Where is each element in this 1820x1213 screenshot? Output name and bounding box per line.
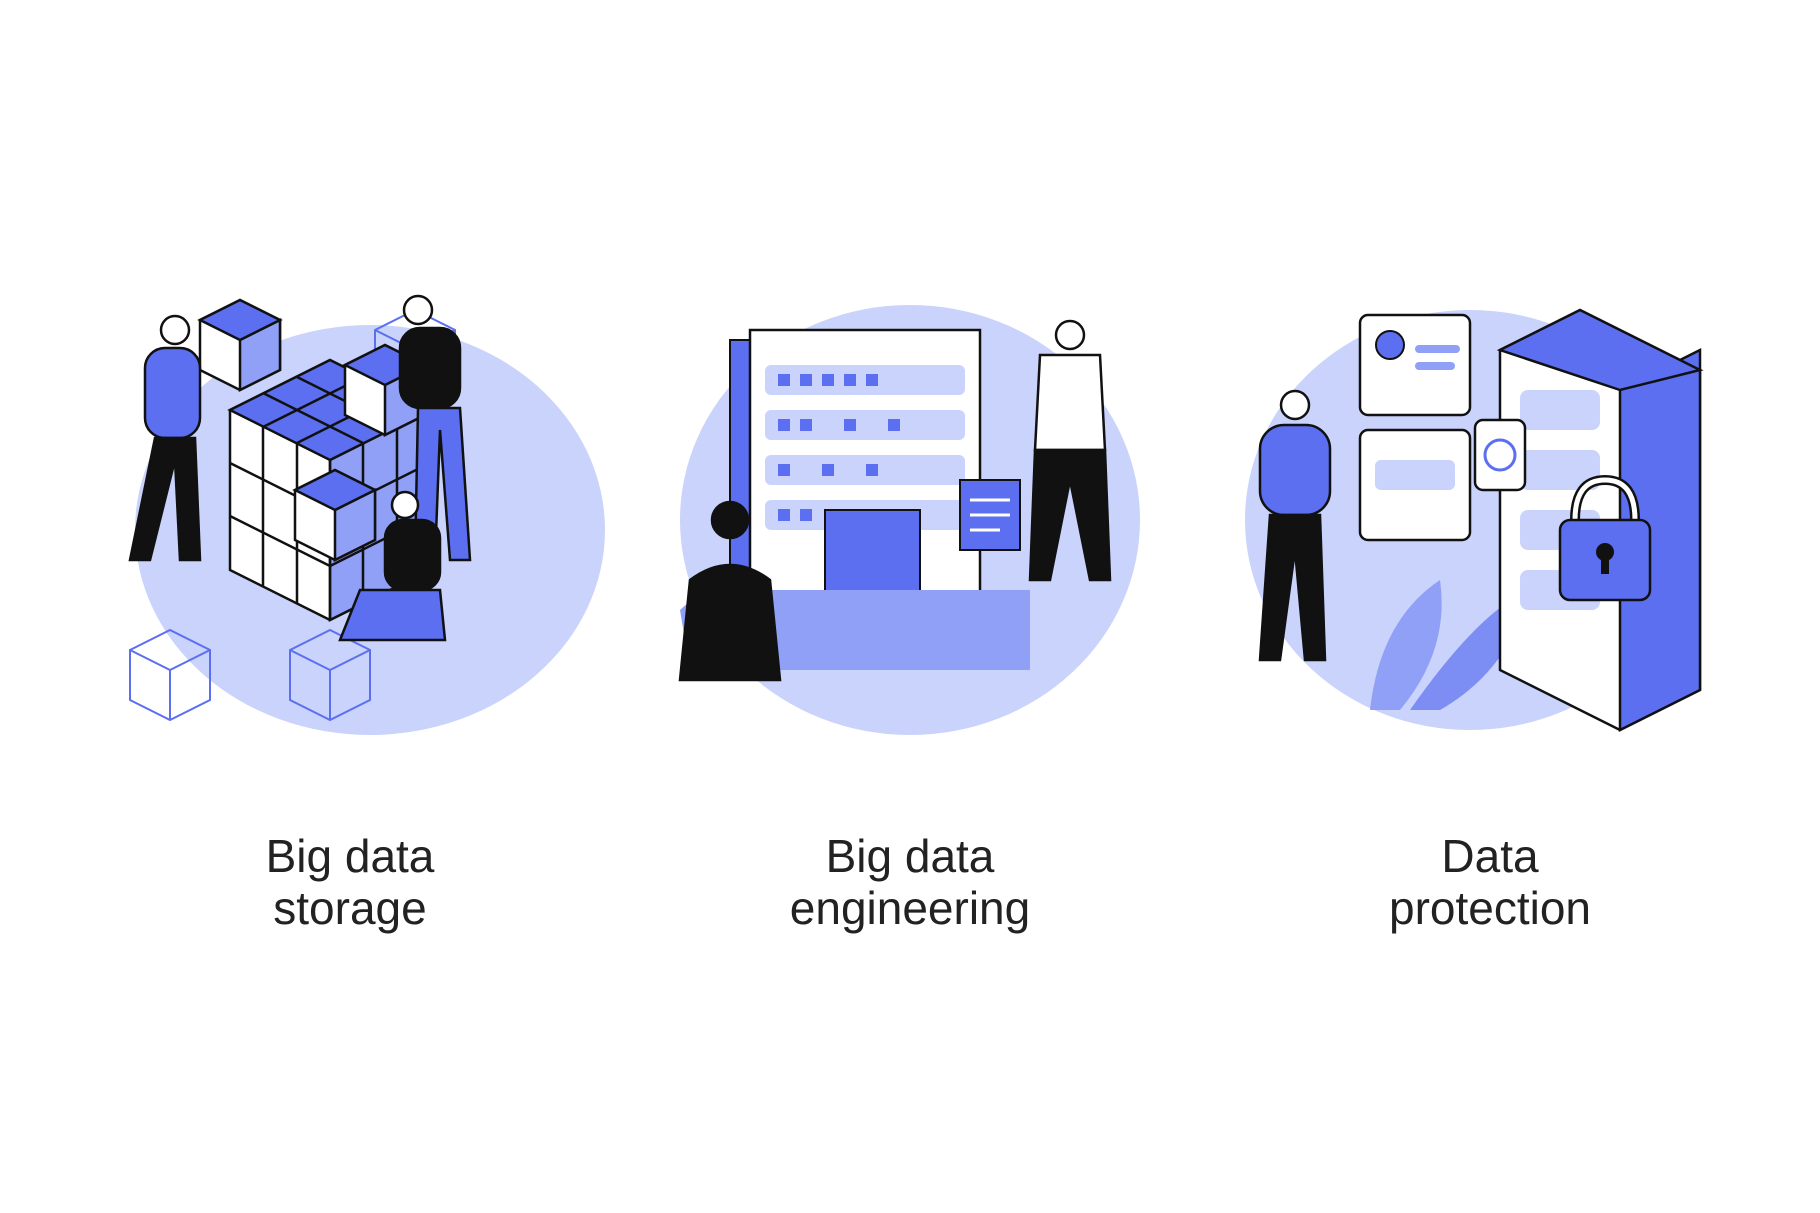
caption-engineering-line2: engineering [789, 882, 1031, 934]
padlock-server-icon [1245, 308, 1704, 733]
caption-protection: Data protection [1230, 830, 1750, 934]
caption-storage: Big data storage [90, 830, 610, 934]
illustration-protection [1230, 290, 1750, 750]
server-dashboard-icon [678, 305, 1140, 735]
illustration-engineering [650, 290, 1170, 750]
caption-protection-line1: Data [1441, 830, 1539, 882]
caption-engineering: Big data engineering [650, 830, 1170, 934]
illustration-storage [100, 290, 620, 750]
caption-protection-line2: protection [1388, 882, 1591, 934]
stacked-cubes-icon [128, 294, 605, 735]
caption-storage-line1: Big data [265, 830, 435, 882]
caption-engineering-line1: Big data [825, 830, 995, 882]
caption-storage-line2: storage [273, 882, 427, 934]
